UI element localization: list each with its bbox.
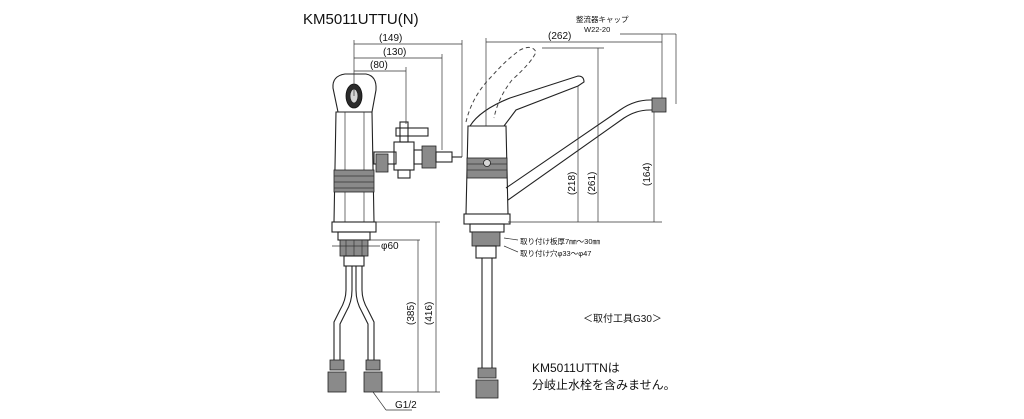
- branch-outlet-nut: [421, 145, 437, 169]
- hose-left-inner: [339, 266, 353, 360]
- branch-valve-handle: [395, 127, 429, 137]
- front-base: [463, 213, 511, 225]
- side-shank: [343, 255, 365, 267]
- dim-height-416: (416): [424, 302, 435, 325]
- dim-height-385: (385): [406, 302, 417, 325]
- front-hose-fitting: [477, 367, 497, 379]
- dim-width-80: (80): [370, 60, 388, 71]
- dim-height-164: (164): [642, 163, 653, 186]
- front-hose-nut: [475, 379, 499, 399]
- dim-diameter-60: φ60: [381, 241, 399, 252]
- front-dimensions: (262) 整流器キャップ W22-20 (218) (261) (164) 取…: [485, 14, 677, 258]
- branch-drain: [397, 169, 411, 179]
- front-mount: [469, 223, 505, 233]
- thread-size: G1/2: [395, 400, 417, 411]
- front-knurl: [466, 157, 508, 179]
- side-body: [333, 111, 375, 223]
- front-lever: [469, 75, 585, 127]
- dim-width-149: (149): [379, 33, 402, 44]
- branch-outlet-pipe: [435, 151, 453, 163]
- thread-leader: [372, 391, 387, 411]
- side-knurl: [333, 169, 375, 193]
- branch-nut: [375, 153, 389, 173]
- hose-left-nut: [327, 371, 347, 393]
- mount-hole-note: 取り付け穴φ33～φ47: [520, 248, 591, 258]
- note-line-1: KM5011UTTNは: [532, 361, 620, 375]
- drawing-title: KM5011UTTU(N): [303, 11, 419, 28]
- dim-height-261: (261): [587, 172, 598, 195]
- hose-right-inner: [355, 266, 369, 360]
- front-shank: [475, 245, 497, 259]
- side-view: [327, 73, 462, 393]
- side-base: [331, 221, 377, 233]
- side-mount: [337, 231, 371, 241]
- dim-height-218: (218): [567, 172, 578, 195]
- front-spout: [505, 99, 663, 201]
- aerator-cap-label: 整流器キャップ: [576, 14, 629, 24]
- mount-leader: [503, 237, 519, 241]
- note-line-2: 分岐止水栓を含みません。: [532, 377, 676, 392]
- mount-leader: [503, 245, 519, 253]
- hose-left-fitting: [329, 359, 345, 371]
- side-handle: [332, 73, 377, 113]
- aerator: [651, 97, 667, 113]
- front-view: [463, 46, 667, 399]
- hose-right-fitting: [365, 359, 381, 371]
- aerator-code: W22-20: [584, 25, 610, 34]
- branch-valve-body: [393, 141, 415, 171]
- hose-left-outer: [333, 266, 347, 360]
- branch-valve-stem: [399, 121, 409, 143]
- tool-label: ＜取付工具G30＞: [583, 312, 662, 325]
- side-dimensions: (149) (130) (80) φ60 (385) (416) G1/2: [332, 33, 463, 411]
- dim-width-130: (130): [383, 47, 406, 58]
- hose-right-outer: [361, 266, 375, 360]
- dim-width-262: (262): [548, 31, 571, 42]
- mount-thickness-note: 取り付け板厚7㎜～30㎜: [520, 236, 601, 246]
- temp-indicator: [483, 159, 491, 167]
- hose-right-nut: [363, 371, 383, 393]
- lever-raised-outline: [465, 46, 537, 123]
- front-mount-nut: [471, 231, 501, 247]
